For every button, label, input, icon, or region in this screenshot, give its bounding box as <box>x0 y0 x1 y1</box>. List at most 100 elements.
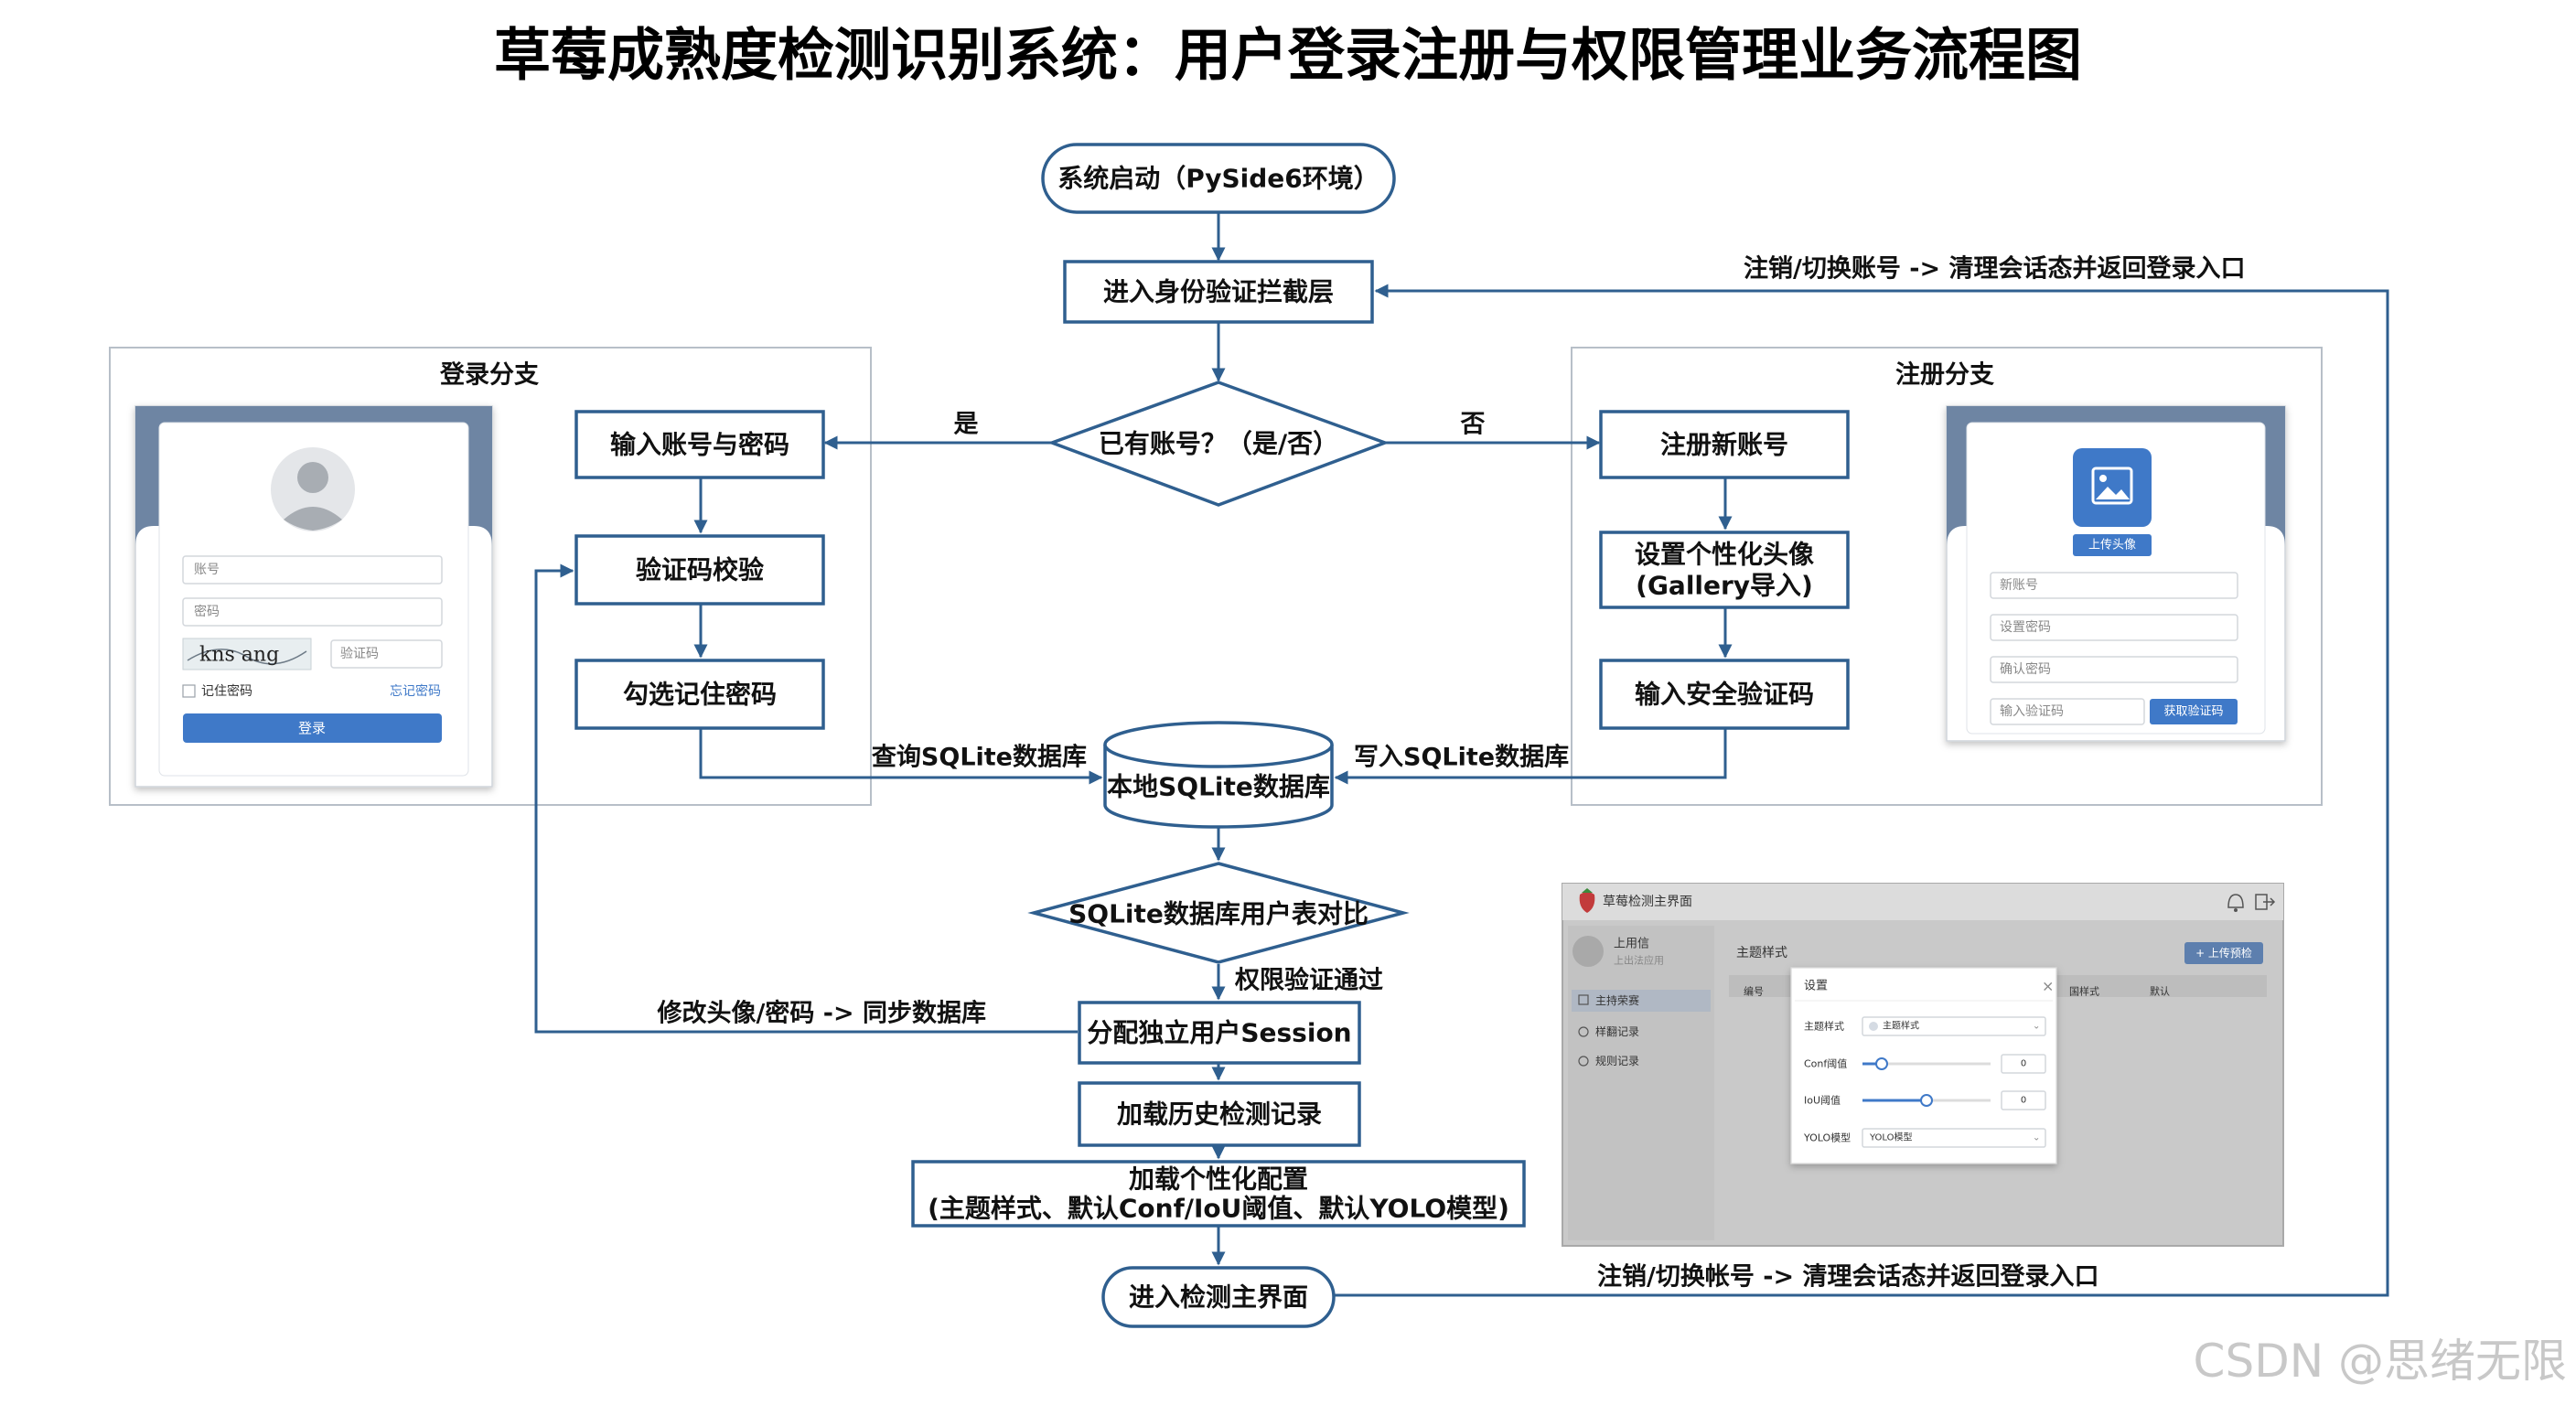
bell-icon[interactable] <box>2227 894 2244 912</box>
label-logout-bottom: 注销/切换帐号 -> 清理会话态并返回登录入口 <box>1597 1262 2099 1292</box>
node-remember-password <box>574 659 825 730</box>
node-has-account <box>1046 381 1390 507</box>
edge-query-db <box>699 728 1103 785</box>
node-database-label: 本地SQLite数据库 <box>1107 772 1330 802</box>
table-col-1: 编号 <box>1744 985 1764 998</box>
set-password-placeholder: 设置密码 <box>2000 619 2051 635</box>
page-title: 草莓成熟度检测识别系统：用户登录注册与权限管理业务流程图 <box>494 22 2082 89</box>
remember-label: 记住密码 <box>201 683 252 699</box>
node-security-code <box>1599 659 1850 730</box>
conf-value-input[interactable] <box>2001 1054 2046 1074</box>
main-section-title: 主题样式 <box>1736 946 1787 960</box>
node-compare <box>1027 862 1410 964</box>
menu-icon-1 <box>1578 994 1589 1005</box>
node-auth-layer <box>1063 260 1374 324</box>
captcha-placeholder: 验证码 <box>340 647 379 661</box>
node-register <box>1599 410 1850 479</box>
upload-avatar-label: 上传头像 <box>2088 539 2136 552</box>
node-auth-layer-label: 进入身份验证拦截层 <box>1103 277 1334 307</box>
label-auth-pass: 权限验证通过 <box>1234 966 1383 995</box>
edge-logout-loop <box>1334 284 2389 1297</box>
forgot-link[interactable]: 忘记密码 <box>390 683 441 699</box>
node-avatar-label-2: (Gallery导入) <box>1636 571 1813 601</box>
sidebar-item-3[interactable]: 规则记录 <box>1595 1054 1639 1067</box>
get-code-label: 获取验证码 <box>2163 704 2223 719</box>
new-account-placeholder: 新账号 <box>2000 578 2038 593</box>
verification-code-placeholder: 输入验证码 <box>2000 704 2064 719</box>
node-input-credentials-label: 输入账号与密码 <box>610 430 789 460</box>
iou-slider-handle[interactable] <box>1920 1094 1933 1107</box>
captcha-image[interactable]: kns ang <box>182 638 312 670</box>
account-input[interactable] <box>182 555 443 585</box>
confirm-password-placeholder: 确认密码 <box>2000 661 2051 677</box>
label-yes: 是 <box>954 411 979 439</box>
edge-modify-sync <box>534 563 1078 1034</box>
set-password-input[interactable] <box>1990 614 2238 641</box>
image-upload-icon[interactable] <box>2073 448 2152 527</box>
main-upload-button[interactable] <box>2184 942 2263 964</box>
sidebar-item-1[interactable]: 主持荣赛 <box>1595 993 1639 1007</box>
dialog-close-icon[interactable]: × <box>2042 978 2054 995</box>
yolo-select[interactable] <box>1862 1128 2046 1148</box>
yolo-value: YOLO模型 <box>1869 1132 1913 1143</box>
get-code-button[interactable] <box>2150 699 2238 724</box>
conf-value: 0 <box>2021 1059 2026 1069</box>
iou-value-input[interactable] <box>2001 1090 2046 1110</box>
remember-checkbox[interactable] <box>182 684 196 698</box>
confirm-password-input[interactable] <box>1990 656 2238 683</box>
login-button-label: 登录 <box>298 720 326 736</box>
node-database <box>1103 721 1334 829</box>
node-avatar <box>1599 531 1850 609</box>
account-placeholder: 账号 <box>194 563 220 577</box>
password-placeholder: 密码 <box>194 604 220 619</box>
strawberry-icon <box>1579 888 1595 913</box>
label-query-db: 查询SQLite数据库 <box>872 744 1087 772</box>
login-branch-title: 登录分支 <box>439 361 539 390</box>
menu-icon-3 <box>1578 1056 1589 1067</box>
conf-slider-handle[interactable] <box>1875 1057 1888 1070</box>
captcha-input[interactable] <box>330 639 443 669</box>
node-compare-label: SQLite数据库用户表对比 <box>1068 899 1368 929</box>
sidebar-item-active[interactable] <box>1572 990 1711 1012</box>
main-upload-label: + 上传预检 <box>2195 946 2252 960</box>
node-captcha-check-label: 验证码校验 <box>636 555 764 585</box>
node-config-label-2: (主题样式、默认Conf/IoU阈值、默认YOLO模型) <box>928 1194 1509 1224</box>
theme-value: 主题样式 <box>1883 1020 1919 1032</box>
upload-avatar-button[interactable] <box>2073 534 2152 556</box>
edge-write-db <box>1334 728 1727 785</box>
node-remember-password-label: 勾选记住密码 <box>623 680 777 710</box>
new-account-input[interactable] <box>1990 572 2238 599</box>
main-sidebar <box>1568 926 1714 1240</box>
verification-code-input[interactable] <box>1990 698 2145 725</box>
node-config-label-1: 加载个性化配置 <box>1129 1164 1308 1195</box>
table-col-3: 默认 <box>2150 986 2170 998</box>
chevron-down-icon: ⌄ <box>2033 1022 2040 1032</box>
node-config <box>911 1160 1526 1228</box>
login-button[interactable] <box>183 713 442 743</box>
node-session-label: 分配独立用户Session <box>1087 1018 1351 1048</box>
node-history <box>1078 1081 1361 1147</box>
table-col-2: 国样式 <box>2069 985 2099 998</box>
label-modify-sync: 修改头像/密码 -> 同步数据库 <box>657 999 987 1028</box>
node-session <box>1078 1001 1361 1065</box>
node-input-credentials <box>574 410 825 479</box>
user-name: 上用信 <box>1614 938 1649 951</box>
theme-select[interactable] <box>1862 1016 2046 1036</box>
password-input[interactable] <box>182 597 443 627</box>
conf-label: Conf阈值 <box>1804 1057 1847 1070</box>
theme-label: 主题样式 <box>1804 1020 1844 1033</box>
theme-swatch-icon <box>1869 1022 1878 1031</box>
menu-icon-2 <box>1578 1026 1589 1037</box>
node-start-label: 系统启动（PySide6环境） <box>1057 164 1379 194</box>
user-avatar <box>1572 936 1604 967</box>
node-start <box>1041 143 1396 214</box>
avatar-icon <box>271 447 355 531</box>
label-write-db: 写入SQLite数据库 <box>1354 744 1569 772</box>
node-history-label: 加载历史检测记录 <box>1117 1099 1322 1130</box>
logout-icon[interactable] <box>2255 894 2276 910</box>
user-sub: 上出法应用 <box>1614 954 1664 967</box>
iou-label: IoU阈值 <box>1804 1094 1841 1107</box>
node-main-ui-label: 进入检测主界面 <box>1129 1282 1308 1313</box>
sidebar-item-2[interactable]: 样翻记录 <box>1595 1024 1639 1038</box>
